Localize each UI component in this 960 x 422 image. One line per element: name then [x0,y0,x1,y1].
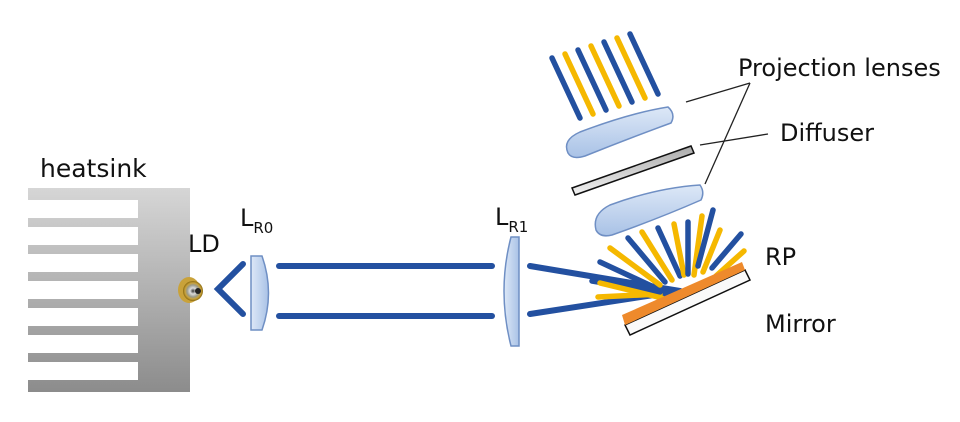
projection-lens-lower [594,184,704,237]
lr1-label-main: L [495,203,509,231]
lens-lr0 [250,255,270,331]
lr0-label-main: L [240,204,254,232]
projection-lenses-label: Projection lenses [738,54,941,82]
laser-diode-icon [178,277,203,303]
heatsink [28,188,190,392]
projected-rays [549,31,661,121]
lr1-label-sub: R1 [508,218,529,236]
diffuser-label: Diffuser [780,119,875,147]
mirror [622,262,752,336]
mirror-label: Mirror [765,310,836,338]
mirror-substrate [623,269,752,336]
diffuser-plate [570,145,696,196]
leader-projection-lower [704,82,751,185]
lens-lr1 [503,236,520,347]
heatsink-fins [28,200,138,380]
lr1-label: LR1 [495,203,528,235]
lr0-label-sub: R0 [253,219,274,237]
heatsink-label: heatsink [40,154,147,183]
leader-projection-upper [685,82,751,103]
rp-label: RP [765,243,797,271]
leader-diffuser [699,133,769,146]
lr0-label: LR0 [240,204,273,236]
rp-layer [622,262,745,325]
collimated-beams [276,263,495,319]
diverging-beam [213,261,246,317]
leader-lines [685,82,769,185]
projection-lens-upper [565,106,674,159]
scattered-rays [589,207,747,301]
ld-label: LD [188,230,220,258]
